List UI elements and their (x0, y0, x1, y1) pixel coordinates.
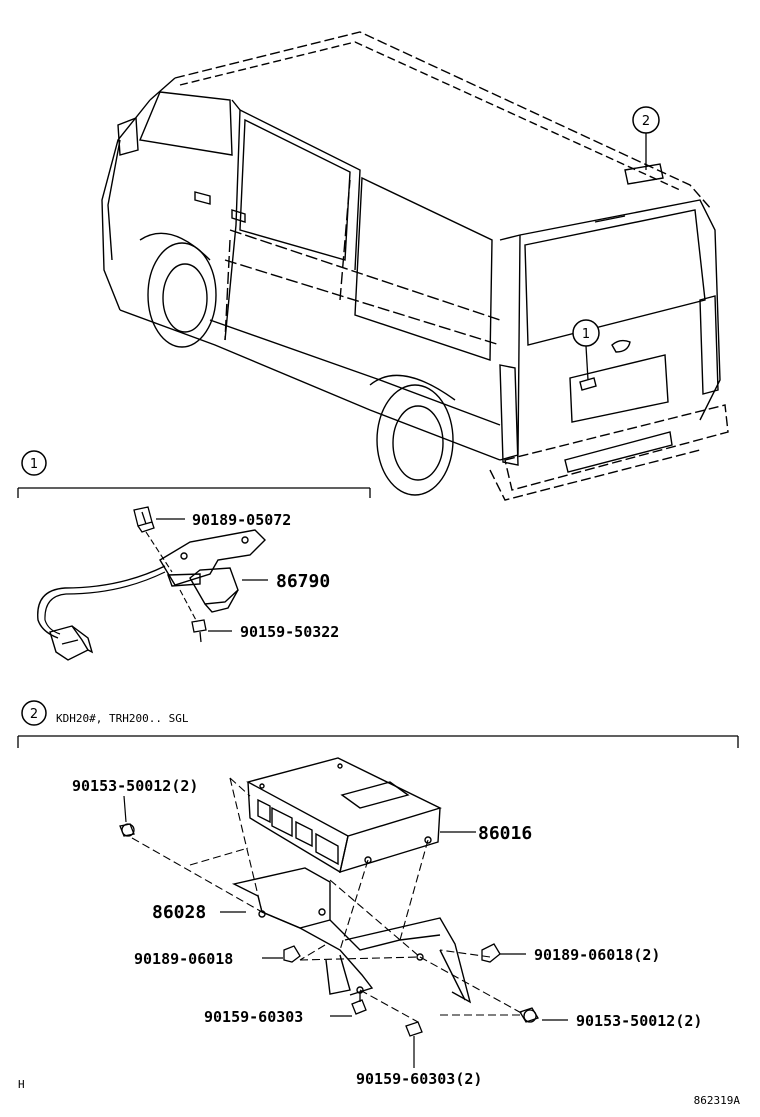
label-86028: 86028 (152, 902, 206, 923)
assembly-guide-lines (131, 777, 526, 1023)
label-90189-06018-left: 90189-06018 (134, 950, 233, 968)
section-1-marker: 1 (30, 457, 38, 472)
section-2-note: KDH20#, TRH200.. SGL (56, 712, 189, 725)
figure-code: 862319A (694, 1094, 741, 1107)
camera-connector (49, 625, 94, 661)
section-1: 1 (17, 450, 371, 661)
label-90153-50012-left: 90153-50012(2) (72, 777, 198, 795)
label-90189-05072: 90189-05072 (192, 511, 291, 529)
label-90159-60303-bottom: 90159-60303(2) (356, 1070, 482, 1088)
van-callout-1: 1 (572, 319, 600, 381)
nut-90189-06018-right (481, 943, 501, 963)
label-86016: 86016 (478, 823, 532, 844)
section-2-marker: 2 (30, 707, 38, 722)
label-90189-06018-right: 90189-06018(2) (534, 946, 660, 964)
label-90153-50012-right: 90153-50012(2) (576, 1012, 702, 1030)
ecu-86016 (246, 757, 442, 874)
screw-90159-60303-left (351, 992, 367, 1015)
van-illustration (101, 31, 729, 501)
screw-90159-60303-bottom (405, 1021, 423, 1037)
bolt-90189-05072 (133, 506, 155, 533)
camera-86790 (159, 529, 266, 613)
label-86790: 86790 (276, 571, 330, 592)
bolt-90153-50012-right (519, 1007, 539, 1023)
section-2: 2 KDH20#, TRH200.. SGL (17, 700, 739, 1088)
van-callout-2: 2 (632, 106, 660, 170)
nut-90189-06018-left (283, 945, 301, 963)
camera-cable (37, 565, 166, 639)
bracket-86028 (231, 867, 472, 1004)
callout-2-label: 2 (642, 114, 650, 129)
label-90159-60303-left: 90159-60303 (204, 1008, 303, 1026)
callout-1-label: 1 (582, 327, 590, 342)
bolt-90153-50012-left (119, 823, 135, 837)
screw-90159-50322 (191, 619, 207, 643)
label-90159-50322: 90159-50322 (240, 623, 339, 641)
corner-mark: H (18, 1078, 25, 1091)
